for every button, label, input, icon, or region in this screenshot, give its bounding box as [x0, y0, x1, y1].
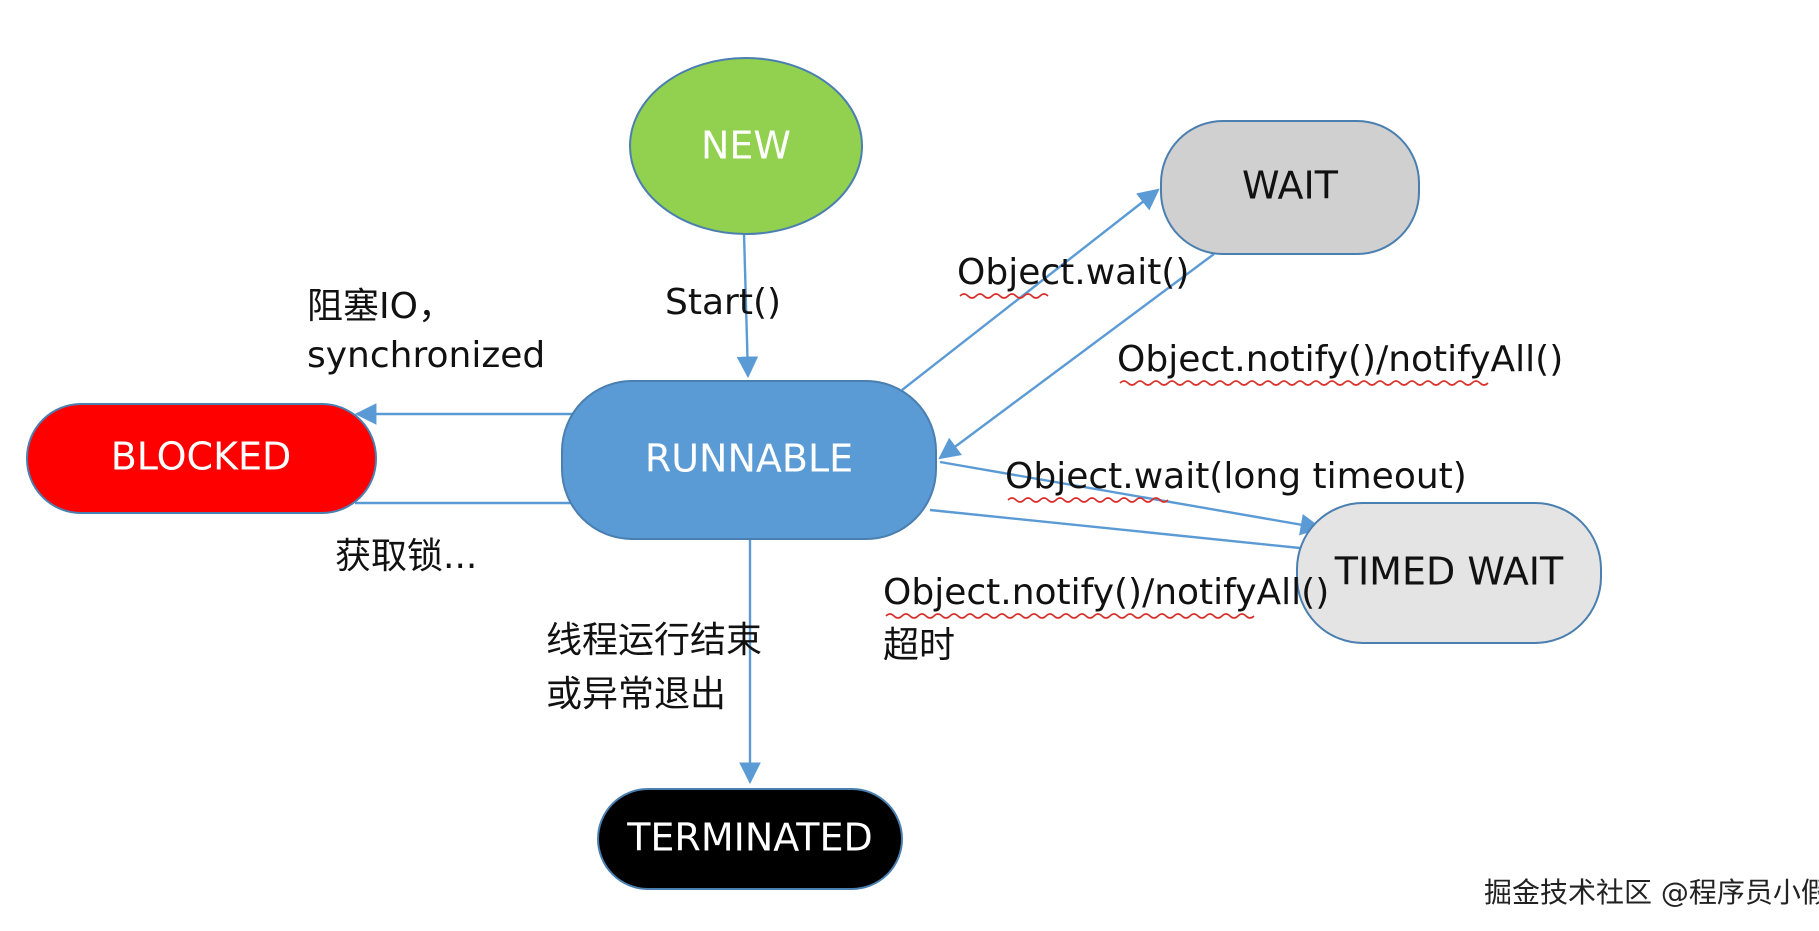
edge-timed-wait-to-runnable — [929, 508, 1301, 550]
label-notify-wait: Object.notify()/notifyAll() — [1117, 339, 1563, 380]
node-wait: WAIT — [1160, 120, 1420, 255]
node-blocked-label: BLOCKED — [111, 435, 292, 479]
node-timed-wait-shape — [1296, 502, 1602, 644]
label-notify-timed-group: Object.notify()/notifyAll() 超时 — [883, 572, 1329, 666]
node-runnable: RUNNABLE — [561, 380, 937, 540]
node-wait-label: WAIT — [1242, 164, 1339, 208]
spellcheck-underline — [959, 293, 1049, 299]
node-blocked-shape — [26, 403, 377, 514]
node-timed-wait-label: TIMED WAIT — [1334, 550, 1564, 594]
spellcheck-underline — [1007, 497, 1169, 503]
edge-runnable-to-wait — [901, 188, 1160, 391]
label-acquire-lock: 获取锁... — [335, 536, 477, 577]
label-blocked-group: 阻塞IO， synchronized — [307, 286, 545, 376]
edge-wait-to-runnable — [938, 253, 1215, 460]
node-timed-wait: TIMED WAIT — [1296, 502, 1602, 644]
label-notify-wait-group: Object.notify()/notifyAll() — [1117, 339, 1563, 386]
node-new-label: NEW — [701, 124, 791, 168]
node-terminated: TERMINATED — [597, 788, 903, 890]
spellcheck-underline — [1119, 380, 1489, 386]
edge-runnable-to-timed-wait — [939, 460, 1323, 536]
label-notify-timed-line2: 超时 — [883, 625, 955, 666]
label-terminate-group: 线程运行结束 或异常退出 — [546, 620, 762, 715]
node-new: NEW — [629, 57, 863, 235]
label-blocked-line2: synchronized — [307, 335, 545, 376]
label-object-wait: Object.wait() — [957, 252, 1189, 293]
label-notify-timed-line1: Object.notify()/notifyAll() — [883, 572, 1329, 613]
node-new-shape — [629, 57, 863, 235]
node-blocked: BLOCKED — [26, 403, 377, 514]
edge-start — [736, 232, 759, 379]
node-terminated-label: TERMINATED — [626, 816, 873, 860]
label-terminate-line2: 或异常退出 — [546, 674, 726, 715]
label-start: Start() — [665, 282, 781, 323]
label-object-wait-group: Object.wait() — [957, 252, 1189, 299]
label-wait-timeout-group: Object.wait(long timeout) — [1005, 456, 1467, 503]
spellcheck-underline — [885, 613, 1255, 619]
node-runnable-label: RUNNABLE — [645, 437, 853, 481]
label-blocked-line1: 阻塞IO， — [307, 286, 454, 327]
label-wait-timeout: Object.wait(long timeout) — [1005, 456, 1467, 497]
edges — [354, 188, 1323, 785]
node-runnable-shape — [561, 380, 937, 540]
watermark-text: 掘金技术社区 @程序员小假 — [1484, 876, 1819, 909]
node-wait-shape — [1160, 120, 1420, 255]
label-terminate-line1: 线程运行结束 — [546, 620, 762, 661]
node-terminated-shape — [597, 788, 903, 890]
